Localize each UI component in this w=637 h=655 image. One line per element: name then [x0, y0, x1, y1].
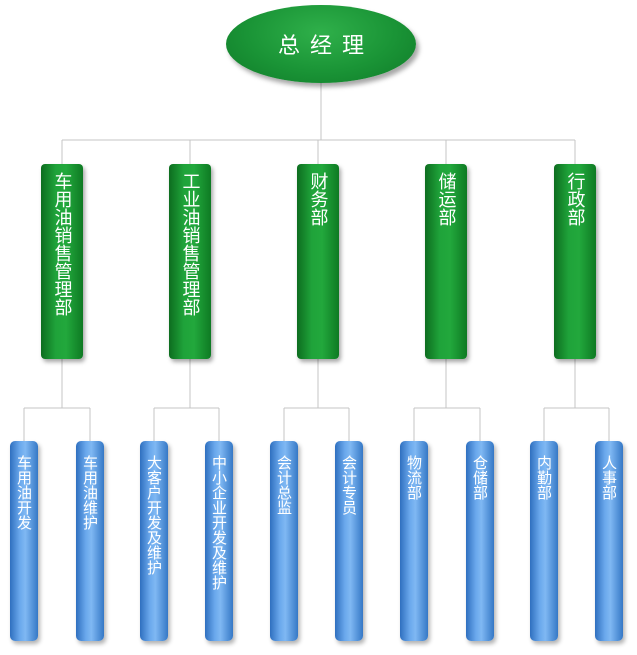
sub-label: 车用油维护 [81, 455, 99, 530]
dept-finance: 财务部 [297, 164, 339, 359]
sub-label: 会计总监 [275, 455, 293, 515]
dept-label: 车用油销售管理部 [51, 172, 73, 316]
sub-label: 内勤部 [535, 455, 553, 500]
dept-label: 行政部 [564, 172, 586, 226]
sub-major-client-development: 大客户开发及维护 [140, 441, 168, 641]
general-manager-label: 总经理 [277, 34, 374, 59]
dept-label: 工业油销售管理部 [179, 172, 201, 316]
sub-warehousing: 仓储部 [466, 441, 494, 641]
sub-vehicle-oil-development: 车用油开发 [10, 441, 38, 641]
dept-vehicle-oil-sales: 车用油销售管理部 [41, 164, 83, 359]
sub-label: 人事部 [600, 455, 618, 500]
sub-label: 物流部 [405, 455, 423, 500]
sub-logistics: 物流部 [400, 441, 428, 641]
sub-vehicle-oil-maintenance: 车用油维护 [76, 441, 104, 641]
general-manager-node: 总经理 [226, 5, 416, 83]
dept-label: 财务部 [307, 172, 329, 226]
sub-label: 车用油开发 [15, 455, 33, 530]
sub-label: 大客户开发及维护 [145, 455, 163, 575]
sub-internal-affairs: 内勤部 [530, 441, 558, 641]
sub-sme-development: 中小企业开发及维护 [205, 441, 233, 641]
sub-label: 仓储部 [471, 455, 489, 500]
dept-storage-transport: 储运部 [425, 164, 467, 359]
sub-label: 中小企业开发及维护 [210, 455, 228, 590]
sub-accountant: 会计专员 [335, 441, 363, 641]
dept-industrial-oil-sales: 工业油销售管理部 [169, 164, 211, 359]
dept-label: 储运部 [435, 172, 457, 226]
sub-chief-accountant: 会计总监 [270, 441, 298, 641]
dept-administration: 行政部 [554, 164, 596, 359]
sub-human-resources: 人事部 [595, 441, 623, 641]
sub-label: 会计专员 [340, 455, 358, 515]
